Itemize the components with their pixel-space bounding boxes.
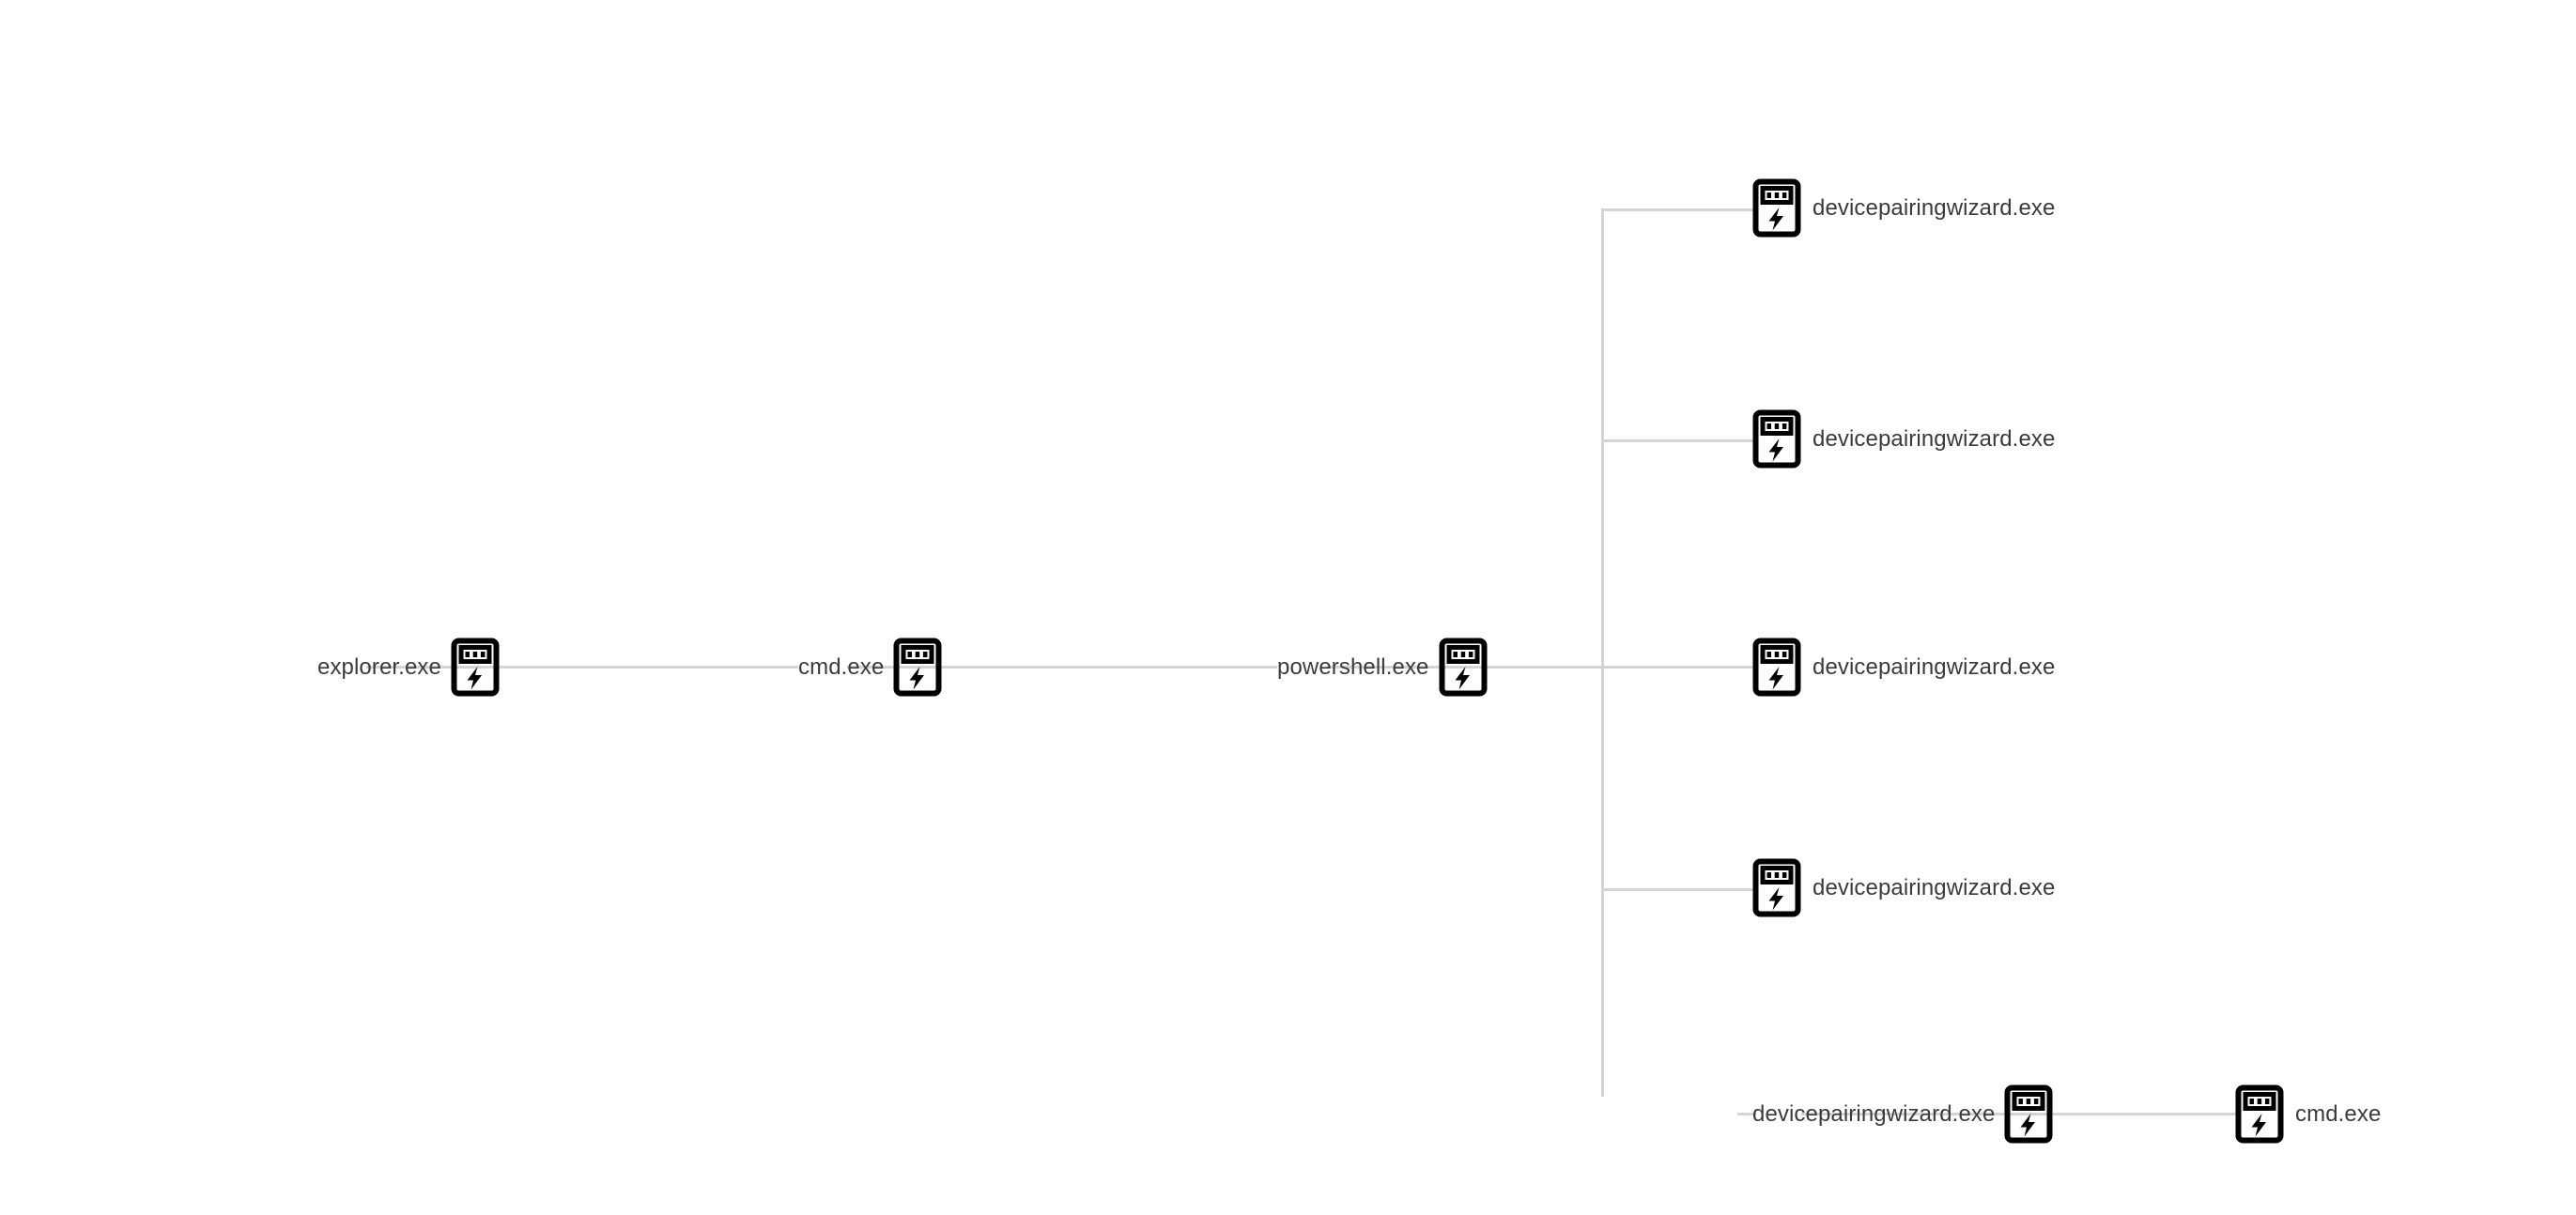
process-console-bolt-icon[interactable] (2235, 1084, 2284, 1144)
process-node-powershell[interactable]: powershell.exe (1277, 638, 1488, 697)
process-node-label-dpw-4: devicepairingwizard.exe (1812, 874, 2056, 900)
process-console-bolt-icon[interactable] (2004, 1084, 2053, 1144)
process-node-cmd-2[interactable]: cmd.exe (2235, 1084, 2381, 1144)
process-node-explorer[interactable]: explorer.exe (317, 638, 500, 697)
process-node-label-explorer: explorer.exe (317, 654, 441, 680)
process-console-bolt-icon[interactable] (893, 638, 942, 697)
process-node-dpw-2[interactable]: devicepairingwizard.exe (1752, 409, 2055, 469)
process-node-label-dpw-5: devicepairingwizard.exe (1752, 1100, 1996, 1127)
edge-branch-dpw4 (1601, 888, 1754, 891)
process-node-cmd-1[interactable]: cmd.exe (798, 638, 942, 697)
process-node-label-dpw-1: devicepairingwizard.exe (1812, 194, 2056, 221)
edge-branch-dpw3 (1601, 666, 1754, 669)
process-console-bolt-icon[interactable] (1752, 409, 1801, 469)
process-console-bolt-icon[interactable] (1439, 638, 1488, 697)
process-node-label-cmd-2: cmd.exe (2295, 1100, 2382, 1127)
process-node-label-dpw-3: devicepairingwizard.exe (1812, 654, 2056, 680)
process-console-bolt-icon[interactable] (1752, 178, 1801, 238)
process-node-dpw-1[interactable]: devicepairingwizard.exe (1752, 178, 2055, 238)
edge-branch-dpw2 (1601, 439, 1754, 442)
edge-branch-dpw1 (1601, 208, 1754, 211)
process-console-bolt-icon[interactable] (1752, 638, 1801, 697)
process-console-bolt-icon[interactable] (451, 638, 500, 697)
process-console-bolt-icon[interactable] (1752, 858, 1801, 917)
process-node-dpw-4[interactable]: devicepairingwizard.exe (1752, 858, 2055, 917)
process-node-dpw-3[interactable]: devicepairingwizard.exe (1752, 638, 2055, 697)
process-node-dpw-5[interactable]: devicepairingwizard.exe (1752, 1084, 2053, 1144)
process-node-label-dpw-2: devicepairingwizard.exe (1812, 425, 2056, 452)
edge-trunk-vertical (1601, 208, 1604, 1097)
process-node-label-cmd-1: cmd.exe (798, 654, 885, 680)
process-node-label-powershell: powershell.exe (1277, 654, 1429, 680)
